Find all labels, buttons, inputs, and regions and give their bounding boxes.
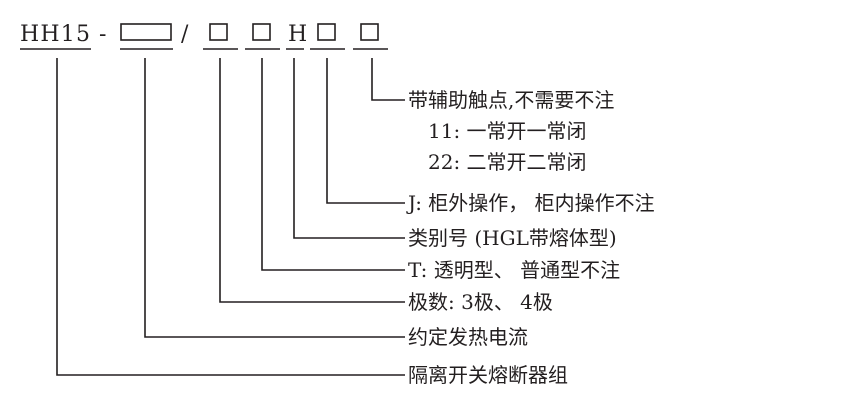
label-aux-contact: 带辅助触点,不需要不注: [408, 88, 614, 112]
leader-category: [293, 58, 405, 239]
label-option-11: 11: 一常开一常闭: [428, 119, 587, 143]
code-dash: -: [99, 22, 106, 47]
placeholder-type-box: [252, 23, 271, 41]
code-slash: /: [181, 22, 189, 47]
label-operation: J: 柜外操作， 柜内操作不注: [406, 191, 655, 215]
placeholder-current-box: [120, 23, 172, 41]
leader-poles: [219, 58, 405, 303]
leader-aux-contact: [371, 58, 405, 101]
label-option-22: 22: 二常开二常闭: [428, 150, 587, 174]
label-product: 隔离开关熔断器组: [408, 363, 568, 387]
leader-operation: [326, 58, 405, 204]
label-category: 类别号 (HGL带熔体型): [408, 226, 617, 250]
placeholder-poles-box: [209, 23, 228, 41]
label-poles: 极数: 3极、 4极: [408, 290, 553, 314]
placeholder-operation-box: [317, 23, 336, 41]
label-current: 约定发热电流: [408, 325, 528, 349]
leader-current: [144, 58, 405, 338]
leader-product: [56, 58, 405, 376]
leader-type: [261, 58, 405, 271]
placeholder-aux-contact-box: [360, 23, 379, 41]
leader-lines: [56, 58, 405, 376]
code-prefix: HH15: [20, 22, 90, 47]
label-type: T: 透明型、 普通型不注: [408, 258, 620, 282]
code-letter-h: H: [288, 22, 307, 47]
